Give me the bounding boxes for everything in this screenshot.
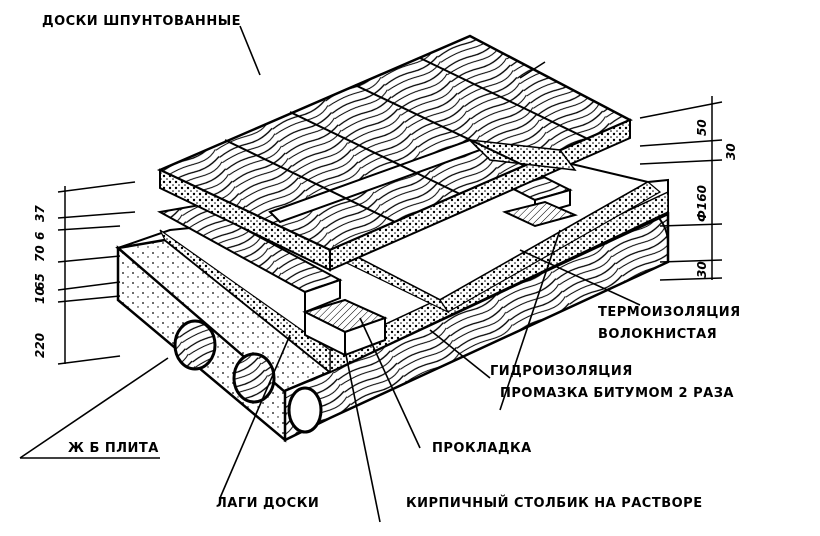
dim-left-5: 10	[33, 287, 47, 304]
right-dimension-lines	[639, 96, 723, 281]
label-thermal-insulation-line2: ВОЛОКНИСТАЯ	[598, 327, 718, 342]
dim-right-4: 30	[695, 261, 709, 278]
label-brick-post: КИРПИЧНЫЙ СТОЛБИК НА РАСТВОРЕ	[406, 496, 703, 511]
label-floor-boards: ДОСКИ ШПУНТОВАННЫЕ	[42, 14, 242, 29]
dim-left-6: 220	[33, 333, 47, 358]
dim-right-1: 50	[695, 119, 709, 136]
dim-right-2: 30	[724, 143, 738, 160]
dim-right-3: Ф160	[695, 185, 709, 222]
concrete-slab	[115, 178, 670, 443]
dim-left-3: 70	[33, 245, 47, 262]
slab-void-1	[173, 319, 217, 371]
label-concrete-slab: Ж Б ПЛИТА	[68, 441, 159, 456]
label-thermal-insulation-line1: ТЕРМОИЗОЛЯЦИЯ	[598, 305, 741, 320]
label-hydro-insulation-line2: ПРОМАЗКА БИТУМОМ 2 РАЗА	[500, 386, 734, 401]
dim-left-4: 65	[33, 273, 47, 290]
label-gasket: ПРОКЛАДКА	[432, 441, 532, 456]
dim-left-1: 37	[33, 205, 47, 222]
dim-left-2: 6	[33, 232, 47, 240]
slab-void-2	[232, 352, 276, 404]
leader-lines	[19, 25, 641, 523]
joists	[157, 163, 573, 314]
label-hydro-insulation-line1: ГИДРОИЗОЛЯЦИЯ	[490, 364, 633, 379]
slab-void-3	[287, 386, 323, 434]
left-dimension-lines	[57, 181, 136, 365]
label-joists: ЛАГИ ДОСКИ	[216, 496, 320, 511]
brick-post	[302, 200, 579, 357]
floor-boards	[156, 34, 633, 272]
